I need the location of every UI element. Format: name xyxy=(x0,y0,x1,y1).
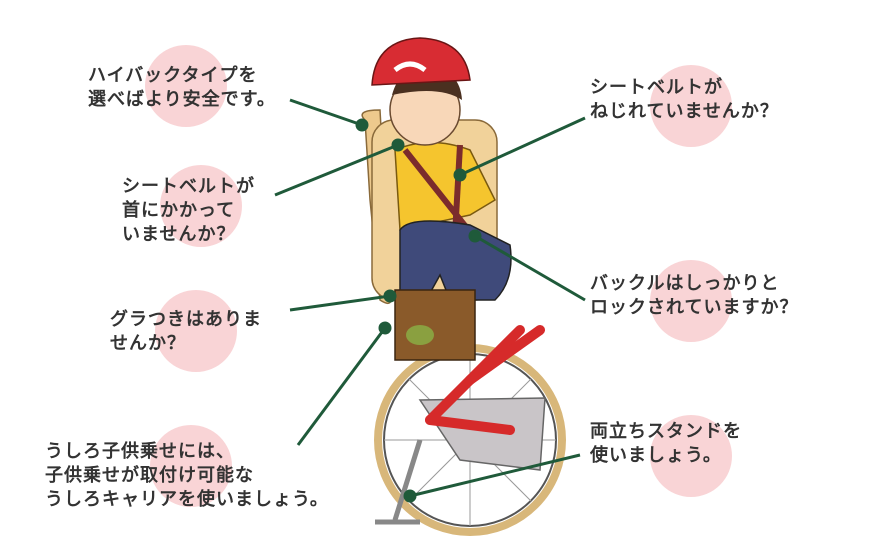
highlight-circle xyxy=(160,165,242,247)
highlight-circle xyxy=(155,290,237,372)
callout-line: グラつきはありま xyxy=(110,309,262,330)
highlight-circle xyxy=(650,65,732,147)
callout-line: 使いましょう。 xyxy=(590,445,722,466)
callout-line: 両立ちスタンドを xyxy=(590,421,742,442)
callout-rear-carrier: うしろ子供乗せには、子供乗せが取付け可能なうしろキャリアを使いましょう。 xyxy=(45,440,329,512)
callout-wobble: グラつきはありませんか？ xyxy=(110,308,262,356)
callout-highback: ハイバックタイプを選べばより安全です。 xyxy=(88,64,276,112)
callout-line: せんか？ xyxy=(110,333,186,354)
callout-line: シートベルトが xyxy=(122,176,255,197)
callout-line: 子供乗せが取付け可能な xyxy=(45,465,254,486)
callout-line: ロックされていますか？ xyxy=(590,297,799,318)
callout-buckle: バックルはしっかりとロックされていますか？ xyxy=(590,272,798,320)
callout-line: ハイバックタイプを xyxy=(88,65,258,86)
callout-line: いませんか？ xyxy=(122,224,236,245)
callout-belt-twist: シートベルトがねじれていませんか？ xyxy=(590,76,779,124)
callout-line: 選べばより安全です。 xyxy=(88,89,276,110)
highlight-circle xyxy=(145,45,227,127)
callout-stand: 両立ちスタンドを使いましょう。 xyxy=(590,420,742,468)
highlight-circle xyxy=(650,260,732,342)
callout-line: 首にかかって xyxy=(122,200,236,221)
highlight-circle xyxy=(150,425,232,507)
callout-line: シートベルトが xyxy=(590,77,723,98)
callout-line: うしろ子供乗せには、 xyxy=(45,441,235,462)
callout-line: うしろキャリアを使いましょう。 xyxy=(45,489,329,510)
highlight-circle xyxy=(650,415,732,497)
callout-line: バックルはしっかりと xyxy=(590,273,780,294)
callout-line: ねじれていませんか？ xyxy=(590,101,779,122)
callout-belt-neck: シートベルトが首にかかっていませんか？ xyxy=(122,175,255,247)
